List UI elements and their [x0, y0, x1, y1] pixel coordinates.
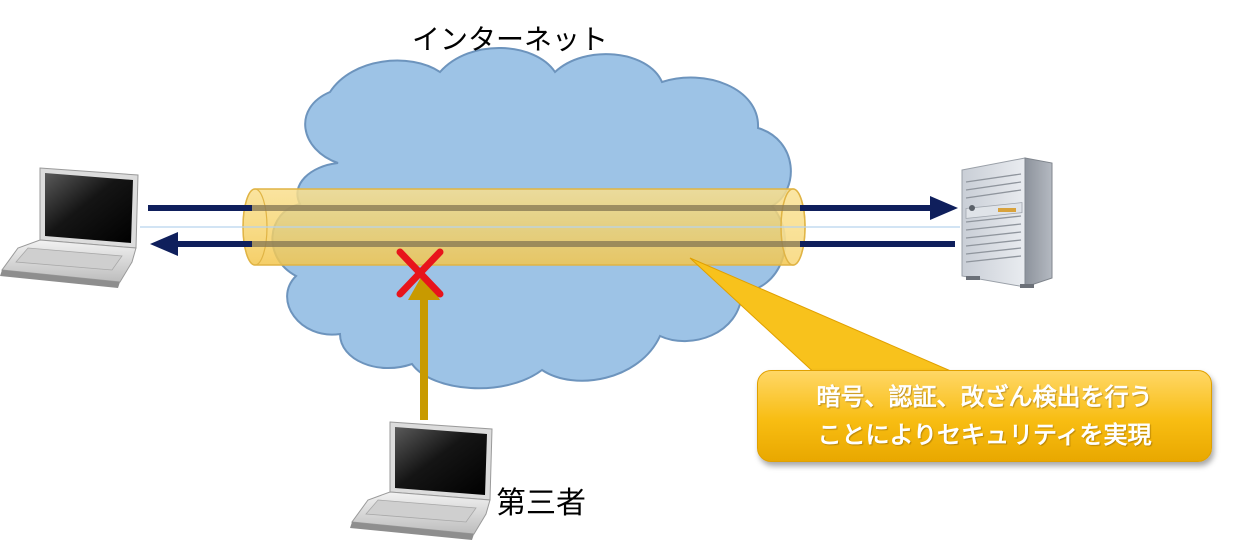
- attack-attempt-arrow: [408, 272, 440, 420]
- callout-line-1: 暗号、認証、改ざん検出を行う: [816, 383, 1153, 411]
- callout-line-2: ことによりセキュリティを実現: [817, 421, 1152, 449]
- internet-label: インターネット: [412, 23, 609, 56]
- third-party-label: 第三者: [496, 486, 586, 521]
- attacker-laptop-icon: [350, 421, 493, 540]
- security-callout: 暗号、認証、改ざん検出を行う ことによりセキュリティを実現: [757, 370, 1212, 462]
- server-tower-icon: [961, 157, 1053, 288]
- blocked-x-mark-icon: [396, 248, 444, 298]
- inbound-data-arrow: [150, 232, 955, 256]
- client-laptop-icon: [0, 167, 139, 288]
- outbound-data-arrow: [148, 196, 958, 220]
